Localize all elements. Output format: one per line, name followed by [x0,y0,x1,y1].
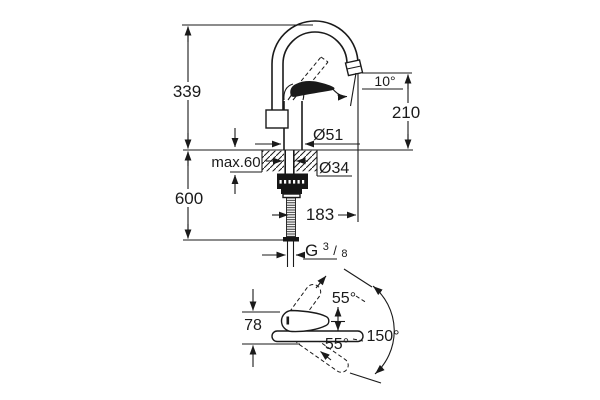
dim-total-height: 339 [170,26,205,149]
dim-spout-angle: 10° [330,73,403,101]
dim-55-split [331,307,345,331]
dim-spout-height: 210 [389,74,425,149]
spout-arc [271,20,359,110]
dim-d34-label: Ø34 [319,160,349,177]
side-dimensions: 339 600 210 10° [170,26,425,260]
dim-10deg-label: 10° [374,73,395,89]
dim-hose-length: 600 [172,151,207,239]
mounting-nut [277,173,308,199]
rotation-arrow-down [320,351,332,361]
dim-spout-projection: 183 [272,205,357,224]
dim-55up-label: 55° [332,290,356,307]
dim-body-width: 78 [242,289,265,367]
swivel-arc [372,285,395,375]
spout-top-view [271,330,364,343]
dim-55down-label: 55° [325,336,349,353]
side-view: 339 600 210 10° [170,20,425,267]
mounting-block [265,109,289,129]
leader-55-down [352,338,364,342]
dim-thread: G 3 / 8 [262,237,347,260]
dim-600-label: 600 [175,189,203,208]
handle-top-view [280,309,330,333]
swivel-boundary-top [343,268,373,288]
dim-d51-label: Ø51 [313,127,343,144]
lever-handle [290,56,335,97]
hose-connector [283,237,299,267]
dim-deck-thickness: max.60 [211,128,261,194]
rotation-arrow-up [315,275,327,289]
counter-section [261,150,318,176]
dim-210-label: 210 [392,103,420,122]
supply-hose [286,197,296,238]
lever-raised-position [296,56,329,91]
dim-183-label: 183 [306,205,334,224]
dim-body-diameter: Ø51 [255,127,360,148]
swivel-boundary-bottom [349,372,382,384]
leader-55-up [355,295,368,304]
top-view: 78 55° 55° 150° [242,268,400,384]
dim-max60-label: max.60 [211,154,260,171]
aerator [344,59,364,107]
extension-lines [182,24,413,241]
dim-g38-label: G 3 / 8 [305,237,347,260]
threaded-shank [284,150,295,174]
dim-hole-diameter: Ø34 [266,157,352,177]
dim-78-label: 78 [244,317,262,334]
dim-150-label: 150° [366,328,399,345]
dim-339-label: 339 [173,82,201,101]
